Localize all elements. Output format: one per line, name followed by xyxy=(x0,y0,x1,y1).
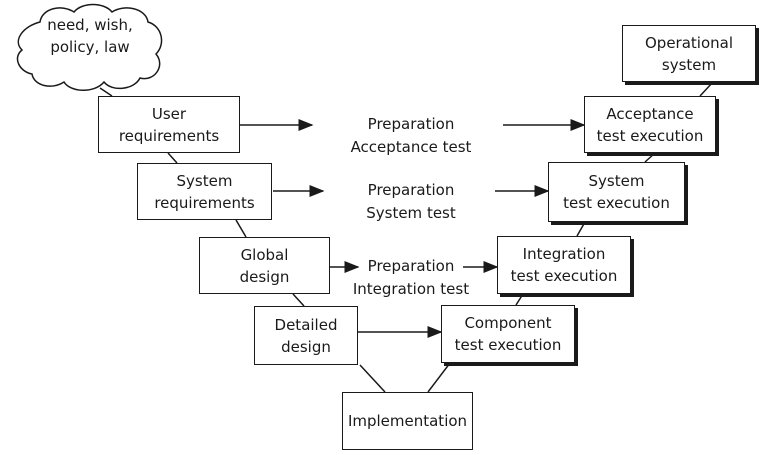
global-design-box: Global design xyxy=(199,237,330,294)
prep-system-label: Preparation System test xyxy=(366,181,456,222)
connector-user-system xyxy=(167,152,178,164)
acceptance-test-execution-box: Acceptance test execution xyxy=(584,96,716,153)
system-requirements-box: System requirements xyxy=(137,163,272,220)
connector-system-acceptance xyxy=(644,152,656,163)
prep-integration-label: Preparation Integration test xyxy=(352,257,470,298)
detailed-design-box: Detailed design xyxy=(254,306,358,365)
connector-acceptance-operational xyxy=(699,81,714,97)
prep-acceptance-label: Preparation Acceptance test xyxy=(350,115,472,156)
connector-component-integration xyxy=(515,293,524,306)
user-requirements-box: User requirements xyxy=(98,96,240,153)
cloud-label: need, wish, policy, law xyxy=(47,16,133,56)
component-test-execution-box: Component test execution xyxy=(441,305,575,363)
connector-system-global xyxy=(235,219,247,238)
connector-global-detailed xyxy=(292,293,305,307)
cloud-shape xyxy=(16,3,163,91)
connector-impl-component xyxy=(427,362,451,393)
connector-integration-system xyxy=(576,221,586,237)
implementation-box: Implementation xyxy=(342,392,473,450)
connector-detailed-impl xyxy=(359,364,386,393)
system-test-execution-box: System test execution xyxy=(548,162,685,222)
connector-cloud-user xyxy=(99,87,113,97)
operational-system-box: Operational system xyxy=(622,25,756,82)
integration-test-execution-box: Integration test execution xyxy=(497,236,631,294)
